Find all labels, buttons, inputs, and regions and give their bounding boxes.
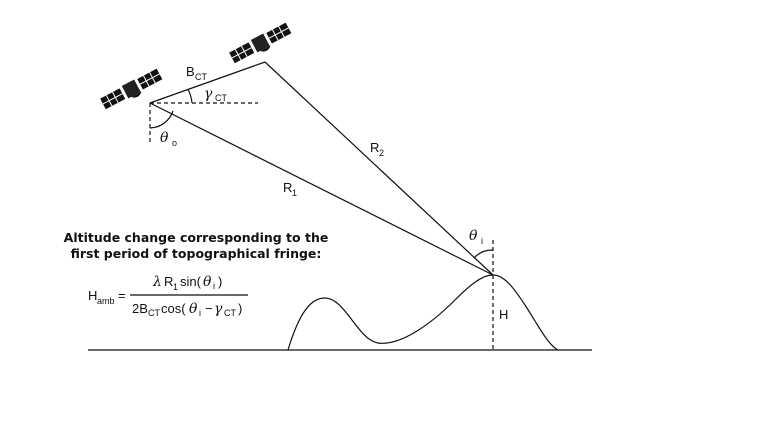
formula-lhs-sub: amb [97, 296, 115, 306]
formula-den-minus: − [205, 301, 213, 316]
tilt-angle-arc [187, 88, 193, 104]
formula-den-2B: 2B [132, 301, 148, 316]
formula-den-close: ) [238, 301, 242, 316]
range-r1-line [149, 102, 494, 276]
baseline-line [149, 61, 266, 104]
tilt-label: γ [204, 86, 213, 102]
height-label: H [499, 307, 508, 322]
formula-num-theta-sub: i [213, 281, 215, 291]
look-angle-label: θ [160, 130, 169, 146]
formula-num-lambda: λ [152, 274, 162, 290]
formula-den-theta-sub: i [199, 308, 201, 318]
incidence-angle-arc [473, 249, 494, 259]
formula-num-R: R [164, 274, 173, 289]
baseline-label-sub: CT [195, 72, 207, 82]
caption-line2: first period of topographical fringe: [71, 246, 322, 261]
look-angle-arc [149, 110, 174, 129]
satellite-icon [100, 68, 163, 110]
formula-den-cos: cos( [161, 301, 186, 316]
range1-label: R [283, 180, 292, 195]
range1-label-sub: 1 [292, 188, 297, 198]
tilt-label-sub: CT [215, 93, 227, 103]
formula-lhs: H [88, 288, 97, 303]
range2-label-sub: 2 [379, 148, 384, 158]
look-angle-label-sub: o [172, 138, 177, 148]
range-r2-line [264, 61, 494, 276]
formula-num-R-sub: 1 [173, 282, 178, 292]
formula-num-sin: sin( [180, 274, 202, 289]
satellite-icon [229, 22, 292, 64]
terrain-profile [287, 274, 559, 351]
range2-label: R [370, 140, 379, 155]
formula-den-gamma: γ [214, 301, 223, 317]
formula-den-theta: θ [189, 301, 198, 317]
formula-equals: = [118, 288, 126, 303]
baseline-label: B [186, 64, 195, 79]
formula-num-close: ) [218, 274, 222, 289]
formula-den-gamma-sub: CT [224, 308, 236, 318]
formula-den-2B-sub: CT [148, 308, 160, 318]
caption-line1: Altitude change corresponding to the [64, 230, 329, 245]
incidence-label-sub: i [481, 236, 483, 246]
formula-num-theta: θ [203, 274, 212, 290]
incidence-label: θ [469, 228, 478, 244]
